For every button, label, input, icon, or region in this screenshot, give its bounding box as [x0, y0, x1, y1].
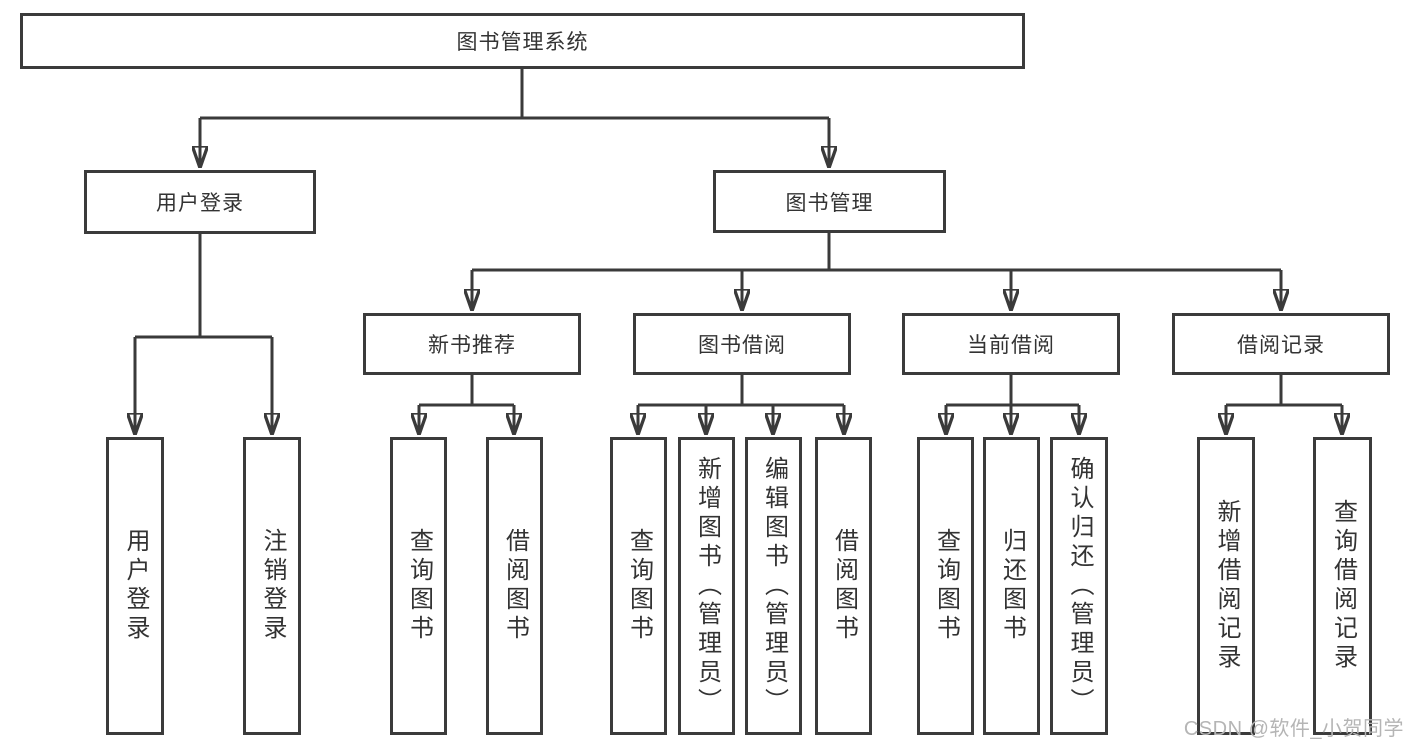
leaf-query-books-current-label: 查询图书	[932, 528, 960, 644]
leaf-add-borrow-record: 新增借阅记录	[1197, 437, 1255, 735]
leaf-query-books-current: 查询图书	[917, 437, 974, 735]
leaf-edit-books-admin-label: 编辑图书（管理员）	[760, 455, 788, 717]
csdn-watermark: CSDN @软件_小贺同学	[1183, 718, 1404, 740]
node-borrow-records: 借阅记录	[1172, 313, 1390, 375]
node-new-book-recommend: 新书推荐	[363, 313, 581, 375]
node-user-login: 用户登录	[84, 170, 316, 234]
leaf-borrow-books-recommend-label: 借阅图书	[501, 528, 529, 644]
leaf-query-books-borrow-label: 查询图书	[625, 528, 653, 644]
leaf-add-books-admin-label: 新增图书（管理员）	[693, 455, 721, 717]
node-current-borrow: 当前借阅	[902, 313, 1120, 375]
leaf-query-books-recommend-label: 查询图书	[405, 528, 433, 644]
leaf-confirm-return-admin: 确认归还（管理员）	[1050, 437, 1108, 735]
leaf-query-books-borrow: 查询图书	[610, 437, 667, 735]
leaf-add-books-admin: 新增图书（管理员）	[678, 437, 735, 735]
node-book-management: 图书管理	[713, 170, 946, 233]
leaf-add-borrow-record-label: 新增借阅记录	[1213, 499, 1240, 673]
leaf-return-books-label: 归还图书	[998, 528, 1026, 644]
leaf-user-login-label: 用户登录	[122, 528, 149, 644]
leaf-logout-label: 注销登录	[259, 528, 286, 644]
leaf-logout: 注销登录	[243, 437, 301, 735]
leaf-query-books-recommend: 查询图书	[390, 437, 447, 735]
leaf-borrow-books-recommend: 借阅图书	[486, 437, 543, 735]
node-root: 图书管理系统	[20, 13, 1025, 69]
leaf-user-login: 用户登录	[106, 437, 164, 735]
leaf-edit-books-admin: 编辑图书（管理员）	[745, 437, 802, 735]
leaf-borrow-books: 借阅图书	[815, 437, 872, 735]
leaf-query-borrow-record-label: 查询借阅记录	[1329, 499, 1357, 673]
leaf-confirm-return-admin-label: 确认归还（管理员）	[1066, 455, 1093, 717]
leaf-borrow-books-label: 借阅图书	[830, 528, 858, 644]
leaf-return-books: 归还图书	[983, 437, 1040, 735]
node-book-borrow: 图书借阅	[633, 313, 851, 375]
leaf-query-borrow-record: 查询借阅记录	[1313, 437, 1372, 735]
